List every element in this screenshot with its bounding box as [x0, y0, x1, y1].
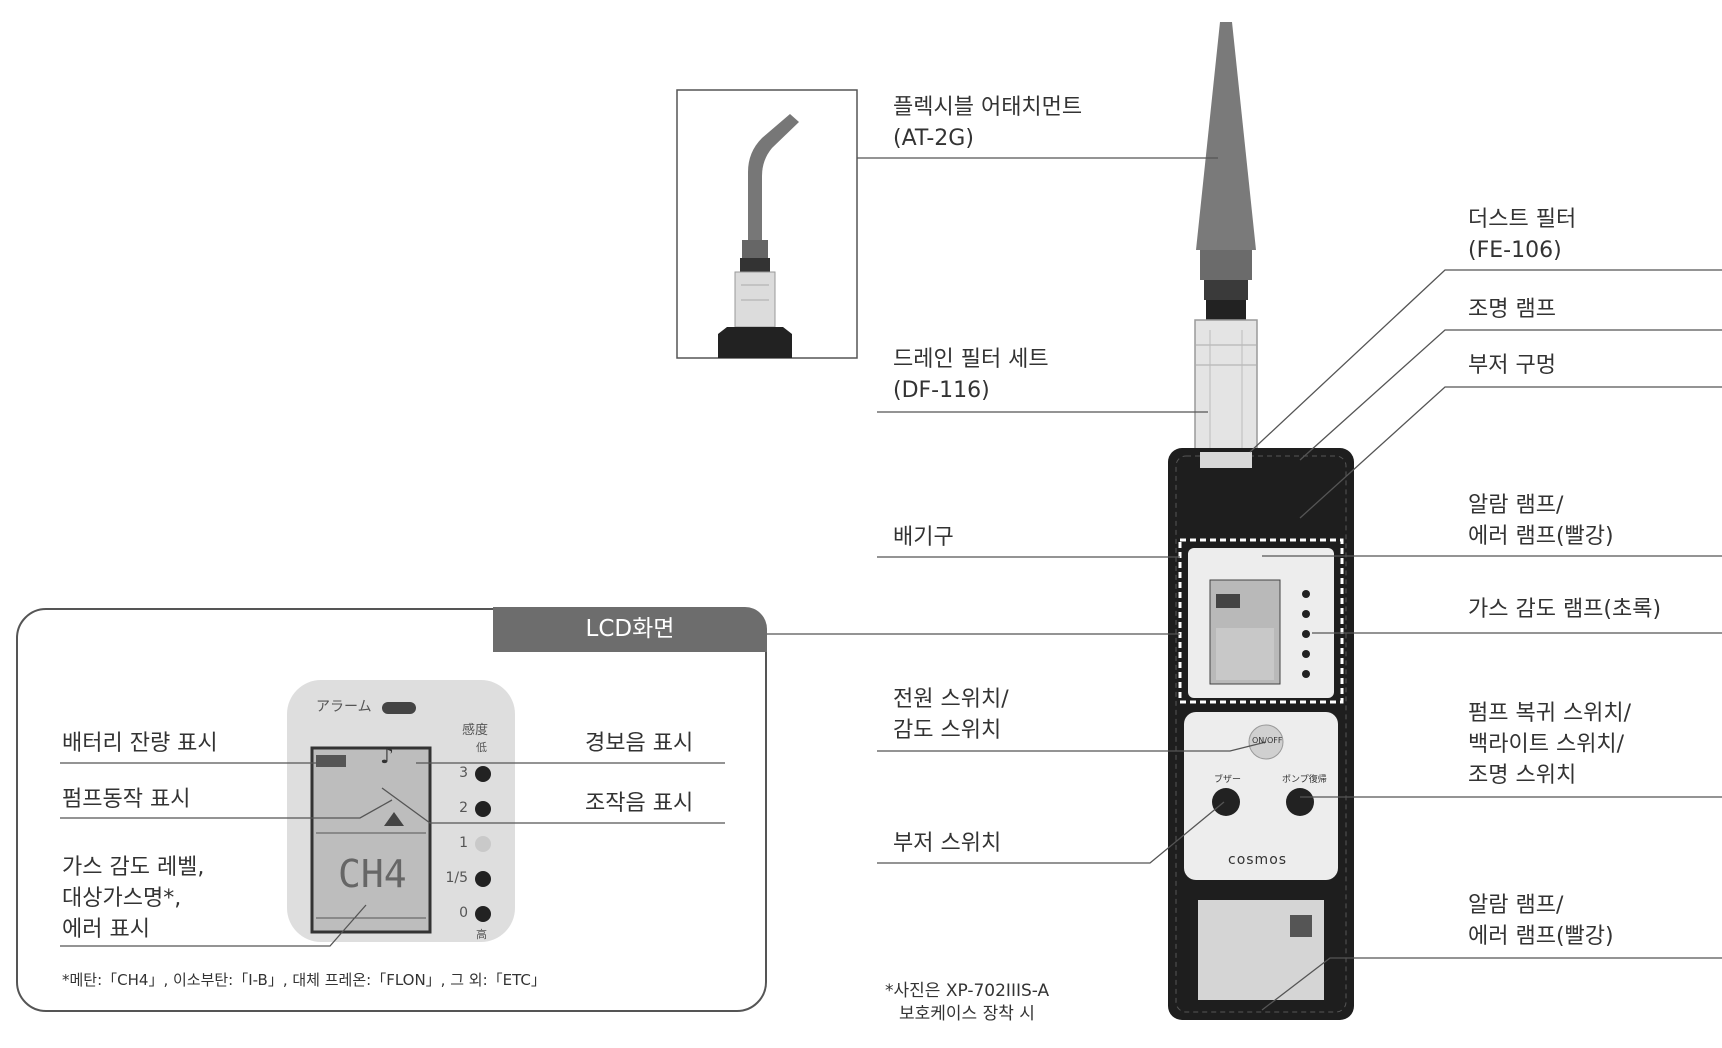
device-buzzer-label: ブザー	[1214, 775, 1242, 785]
leader-power-switch	[877, 741, 1267, 752]
lcd-sens-low: 低	[476, 741, 487, 754]
label-buzzer-hole: 부저 구멍	[1468, 353, 1556, 378]
label-alarm-sound: 경보음 표시	[585, 731, 694, 756]
lcd-closeup	[287, 680, 515, 942]
leader-dust-filter	[1249, 269, 1722, 453]
attachment-closeup	[718, 114, 799, 358]
label-operation-sound: 조작음 표시	[585, 791, 694, 816]
leader-buzzer-hole	[1299, 386, 1722, 519]
device-body	[1168, 22, 1354, 1020]
label-light-lamp: 조명 램프	[1468, 297, 1556, 322]
label-pump-switch: 펌프 복귀 스위치/ 백라이트 스위치/ 조명 스위치	[1468, 701, 1632, 788]
leader-light-lamp	[1299, 329, 1722, 461]
lcd-level-0: 0	[459, 905, 468, 921]
lcd-level-1-5: 1/5	[445, 870, 468, 886]
device-pump-label: ポンプ復帰	[1282, 775, 1327, 785]
device-power-button: ON/OFF	[1252, 736, 1283, 745]
label-alarm-lamp-bottom: 알람 램프/ 에러 램프(빨강)	[1468, 893, 1614, 949]
lcd-gas-name: CH4	[338, 852, 407, 896]
device-brand: cosmos	[1228, 852, 1288, 868]
lcd-sens-title: 感度	[462, 723, 489, 738]
lcd-level-1: 1	[459, 835, 468, 851]
label-buzzer-switch: 부저 스위치	[893, 831, 1002, 856]
label-drain-filter: 드레인 필터 세트 (DF-116)	[893, 347, 1049, 403]
label-attachment: 플렉시블 어태치먼트 (AT-2G)	[893, 95, 1083, 151]
leader-gas-level	[60, 904, 367, 947]
label-exhaust: 배기구	[893, 525, 954, 550]
lcd-level-3: 3	[459, 765, 468, 781]
label-power-switch: 전원 스위치/ 감도 스위치	[893, 687, 1009, 743]
label-pump-display: 펌프동작 표시	[62, 787, 191, 812]
photo-note: *사진은 XP-702IIIS-A 보호케이스 장착 시	[885, 981, 1050, 1024]
music-note-icon: ♪	[380, 744, 395, 769]
leader-pump-display	[60, 799, 393, 819]
label-alarm-lamp-top: 알람 램프/ 에러 램프(빨강)	[1468, 493, 1614, 549]
label-battery: 배터리 잔량 표시	[62, 731, 218, 756]
leader-alarm-lamp-bottom	[1261, 957, 1722, 1011]
label-gas-level: 가스 감도 레벨, 대상가스명*, 에러 표시	[62, 855, 205, 942]
leader-lines	[60, 157, 1722, 1011]
leader-buzzer-switch	[877, 801, 1225, 864]
lcd-panel-title: LCD화면	[493, 607, 767, 652]
lcd-footnote: *메탄:「CH4」, 이소부탄:「I-B」, 대체 프레온:「FLON」, 그 …	[62, 971, 546, 989]
lcd-sens-high: 高	[476, 928, 487, 941]
lcd-alarm-text: アラーム	[316, 699, 372, 715]
lcd-level-2: 2	[459, 800, 468, 816]
leader-operation-sound	[381, 787, 725, 824]
label-dust-filter: 더스트 필터 (FE-106)	[1468, 207, 1577, 263]
label-gas-sens-lamp: 가스 감도 램프(초록)	[1468, 597, 1662, 622]
lcd-explanation-panel	[16, 608, 767, 1012]
